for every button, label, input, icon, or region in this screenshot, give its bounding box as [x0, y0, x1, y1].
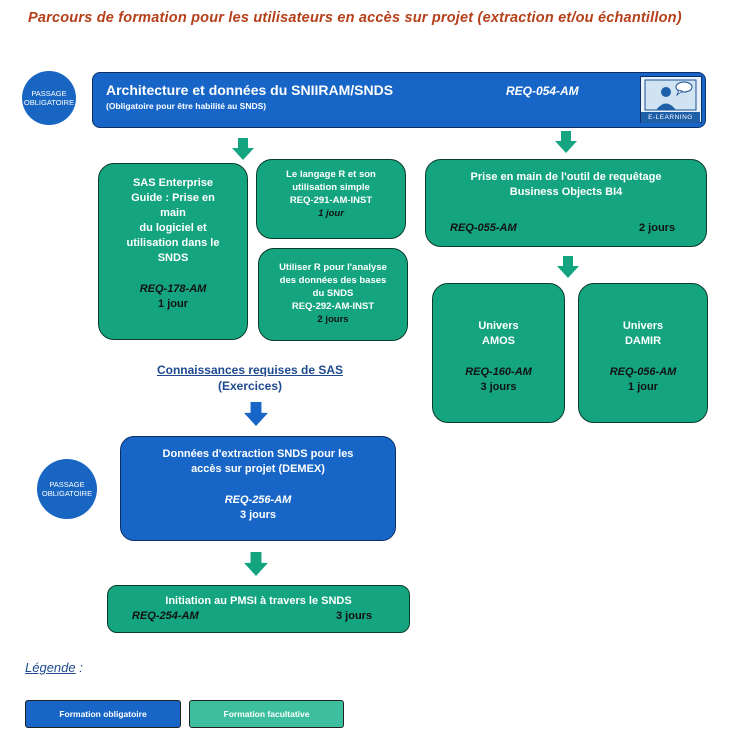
- sas-course-box: SAS Enterprise Guide : Prise en main du …: [98, 163, 248, 340]
- mandatory-badge: PASSAGE OBLIGATOIRE: [37, 459, 97, 519]
- demex-duration: 3 jours: [239, 509, 277, 521]
- damir-line: Univers: [622, 320, 664, 332]
- amos-duration: 3 jours: [480, 381, 517, 393]
- legend-optional: Formation facultative: [189, 700, 344, 728]
- pmsi-code: REQ-254-AM: [132, 610, 199, 622]
- legend-suffix: :: [75, 660, 83, 675]
- sas-line: Guide : Prise en: [131, 192, 215, 204]
- sas-line: du logiciel et: [139, 222, 207, 234]
- r2-code: REQ-292-AM-INST: [291, 301, 375, 312]
- r-basic-course-box: Le langage R et son utilisation simple R…: [256, 159, 406, 239]
- arrow-down-icon: [232, 138, 254, 160]
- amos-line: AMOS: [482, 335, 515, 347]
- sas-prereq-subtitle: (Exercices): [217, 379, 283, 393]
- bo-code: REQ-055-AM: [450, 222, 517, 234]
- demex-course-box: Données d'extraction SNDS pour les accès…: [120, 436, 396, 541]
- r1-code: REQ-291-AM-INST: [289, 195, 373, 206]
- r2-line: des données des bases: [279, 275, 387, 286]
- sas-line: SAS Enterprise: [132, 177, 214, 189]
- elearning-icon: E-LEARNING: [640, 76, 702, 123]
- page-title: Parcours de formation pour les utilisate…: [28, 10, 682, 26]
- arrow-down-icon: [244, 402, 268, 426]
- damir-course-box: Univers DAMIR REQ-056-AM 1 jour: [578, 283, 708, 423]
- bo-line: Business Objects BI4: [509, 186, 623, 198]
- sas-line: SNDS: [157, 252, 189, 264]
- mandatory-badge: PASSAGE OBLIGATOIRE: [22, 71, 76, 125]
- r2-duration: 2 jours: [317, 314, 349, 325]
- elearning-label: E-LEARNING: [641, 112, 700, 123]
- bo-course-box: Prise en main de l'outil de requêtage Bu…: [425, 159, 707, 247]
- sas-line: main: [160, 207, 186, 219]
- bo-duration: 2 jours: [639, 222, 676, 234]
- architecture-subtitle: (Obligatoire pour être habilité au SNDS): [106, 101, 267, 111]
- amos-course-box: Univers AMOS REQ-160-AM 3 jours: [432, 283, 565, 423]
- pmsi-duration: 3 jours: [336, 610, 373, 622]
- architecture-title: Architecture et données du SNIIRAM/SNDS: [106, 82, 394, 98]
- sas-prereq-link[interactable]: Connaissances requises de SAS (Exercices…: [130, 362, 370, 394]
- sas-code: REQ-178-AM: [139, 283, 207, 295]
- sas-line: utilisation dans le: [126, 237, 220, 249]
- badge-line1: PASSAGE: [49, 480, 85, 489]
- amos-code: REQ-160-AM: [465, 366, 532, 378]
- r2-line: du SNDS: [312, 288, 354, 299]
- r1-line: Le langage R et son: [286, 169, 376, 180]
- r2-line: Utiliser R pour l'analyse: [279, 262, 387, 273]
- legend-label: Légende :: [25, 660, 83, 675]
- architecture-box: Architecture et données du SNIIRAM/SNDS …: [92, 72, 706, 128]
- arrow-down-icon: [555, 131, 577, 153]
- legend-title: Légende: [25, 660, 76, 675]
- legend-mandatory: Formation obligatoire: [25, 700, 181, 728]
- r-analysis-course-box: Utiliser R pour l'analyse des données de…: [258, 248, 408, 341]
- damir-code: REQ-056-AM: [609, 366, 677, 378]
- demex-code: REQ-256-AM: [224, 494, 292, 506]
- demex-line: accès sur projet (DEMEX): [191, 463, 325, 475]
- arrow-down-icon: [557, 256, 579, 278]
- architecture-code: REQ-054-AM: [506, 84, 579, 98]
- r1-duration: 1 jour: [318, 208, 344, 219]
- r1-line: utilisation simple: [292, 182, 370, 193]
- amos-line: Univers: [478, 320, 519, 332]
- sas-prereq-title[interactable]: Connaissances requises de SAS: [156, 363, 344, 377]
- badge-line1: PASSAGE: [31, 89, 67, 98]
- pmsi-course-box: Initiation au PMSI à travers le SNDS REQ…: [107, 585, 410, 633]
- sas-duration: 1 jour: [158, 298, 188, 310]
- damir-duration: 1 jour: [628, 381, 658, 393]
- bo-line: Prise en main de l'outil de requêtage: [470, 171, 662, 183]
- pmsi-title: Initiation au PMSI à travers le SNDS: [165, 595, 352, 607]
- arrow-down-icon: [244, 552, 268, 576]
- demex-line: Données d'extraction SNDS pour les: [162, 448, 354, 460]
- badge-line2: OBLIGATOIRE: [41, 489, 93, 498]
- damir-line: DAMIR: [624, 335, 662, 347]
- badge-line2: OBLIGATOIRE: [23, 98, 75, 107]
